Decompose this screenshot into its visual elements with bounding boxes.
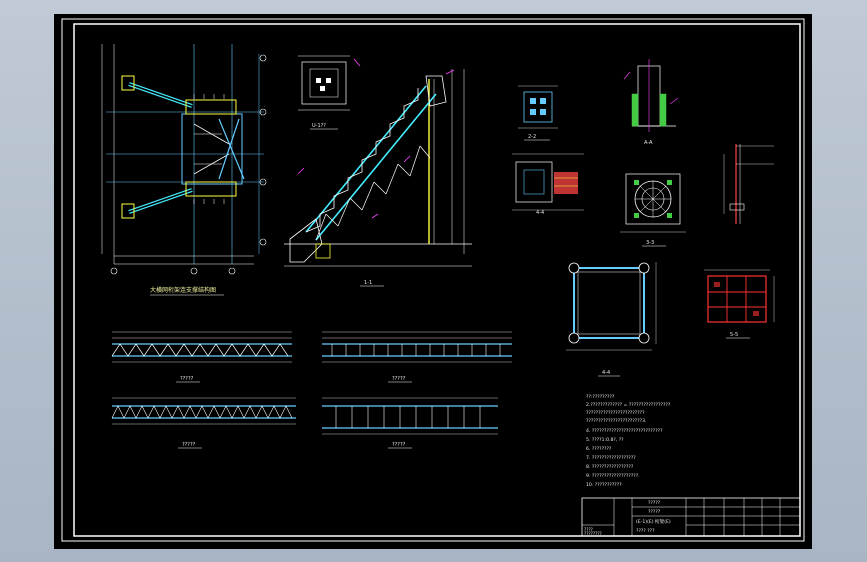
section-1-1-elevation: 1-1 xyxy=(284,58,472,287)
section-label-4-plate: 4-4 xyxy=(536,210,544,216)
section-label-u1: U-1?? xyxy=(312,123,326,129)
title-project: ????? xyxy=(648,509,661,515)
column-elevation xyxy=(723,144,774,224)
column-base-detail: A-A xyxy=(623,59,679,146)
plate-detail: 4-4 xyxy=(512,153,584,216)
title-stamp-1: ???? xyxy=(584,527,593,532)
note-7: 7. ?????????????????? xyxy=(586,455,636,461)
title-company: ????? xyxy=(648,500,661,506)
drawing-frame-inner xyxy=(73,23,801,537)
note-4: 4. ????????????????????????????? xyxy=(586,428,663,434)
note-1: 2.????????????? = ????????????????? xyxy=(586,402,671,408)
note-3: ???????????????????????3. xyxy=(586,418,646,424)
cad-drawing-canvas[interactable]: 大横网桁架连支撑结构图 U-1?? xyxy=(54,14,812,549)
note-0: ??:????????? xyxy=(586,394,615,400)
note-5: 5. ????1:0.8?, ?? xyxy=(586,437,624,443)
section-label-3-3: 3-3 xyxy=(646,240,654,246)
section-label-2-2: 2-2 xyxy=(528,134,536,140)
main-plan-title: 大横网桁架连支撑结构图 xyxy=(150,286,216,294)
cad-drawing: 大横网桁架连支撑结构图 U-1?? xyxy=(61,18,805,542)
drawing-frame-outer xyxy=(61,18,805,542)
truss-label-2: ????? xyxy=(392,376,406,382)
truss-label-3: ????? xyxy=(182,442,196,448)
section-label-5-5: 5-5 xyxy=(730,332,738,338)
truss-elevation-3: ????? xyxy=(111,397,296,449)
title-stamp-2: ???????? xyxy=(584,531,602,536)
truss-elevation-4: ????? xyxy=(322,397,498,449)
title-block: ????? ????? (E-1)(E) 桁架(E) ???? ??? ????… xyxy=(581,497,801,537)
detail-5-5: 5-5 xyxy=(704,269,775,339)
note-9: 9. ???????????????????. xyxy=(586,473,640,479)
plan-4-4: 4-4 xyxy=(566,262,657,377)
detail-3-3: 3-3 xyxy=(620,173,686,247)
title-sheet-code: ???? ??? xyxy=(636,528,655,534)
truss-label-4: ????? xyxy=(392,442,406,448)
truss-elevation-1: ????? xyxy=(111,331,292,383)
section-label-4-4: 4-4 xyxy=(602,370,610,376)
truss-elevation-2: ????? xyxy=(322,331,512,383)
detail-2-2: 2-2 xyxy=(518,85,558,141)
note-8: 8. ????????????????? xyxy=(586,464,634,470)
note-10: 10. ??????????? xyxy=(586,482,622,488)
note-2: ???????????????????????? xyxy=(586,410,645,416)
title-drawing-name: (E-1)(E) 桁架(E) xyxy=(636,518,671,525)
section-label-a: A-A xyxy=(644,140,653,146)
main-plan-view: 大横网桁架连支撑结构图 xyxy=(101,44,267,296)
truss-label-1: ????? xyxy=(180,376,194,382)
note-6: 6. ???????? xyxy=(586,446,612,452)
section-label-1-1: 1-1 xyxy=(364,280,372,286)
detail-u1: U-1?? xyxy=(298,55,350,130)
general-notes: ??:????????? 2.????????????? = ?????????… xyxy=(586,394,671,488)
